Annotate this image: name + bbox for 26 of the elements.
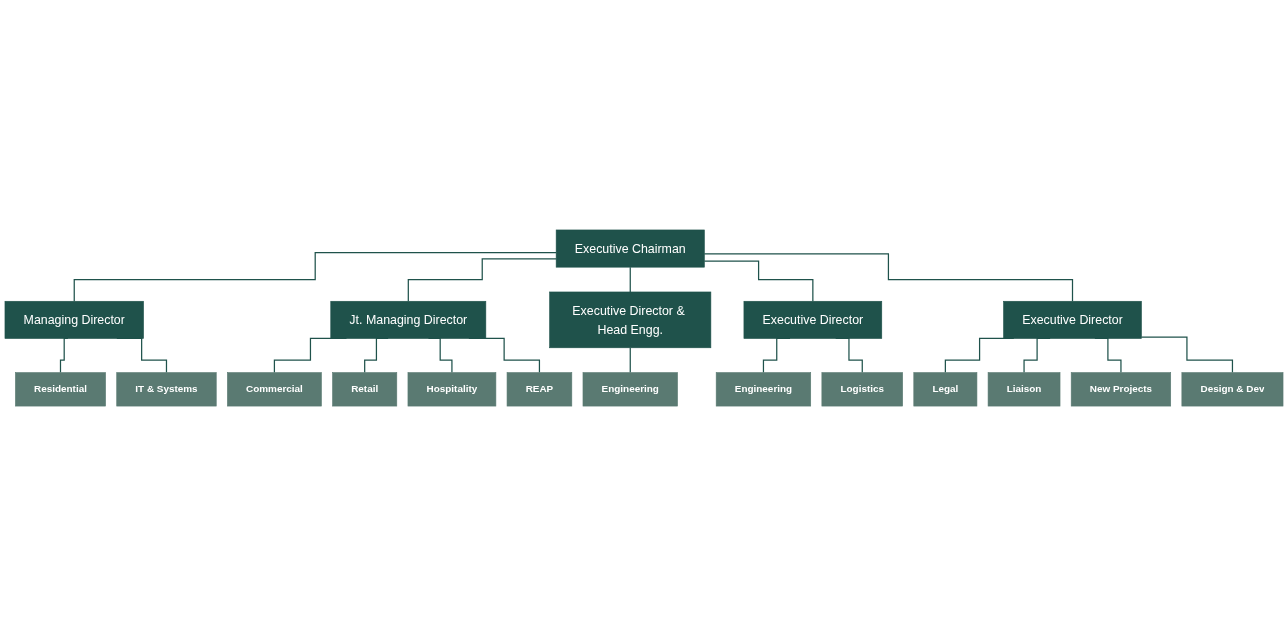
connector: [407, 258, 557, 302]
node-box: Engineering: [715, 372, 812, 407]
connector: [629, 266, 631, 293]
node-box: REAP: [506, 372, 573, 407]
node-box: Residential: [15, 372, 106, 407]
node-box: Executive Chairman: [555, 229, 705, 268]
node-box: Logistics: [821, 372, 903, 407]
node-box: Executive Director & Head Engg.: [549, 291, 712, 349]
connector: [73, 252, 557, 302]
node-box: Design & Dev: [1181, 372, 1284, 407]
node-box: Executive Director: [1003, 300, 1142, 339]
node-box: Jt. Managing Director: [330, 300, 487, 339]
connector: [629, 347, 631, 374]
node-box: New Projects: [1070, 372, 1171, 407]
connector: [1140, 336, 1234, 374]
node-box: Hospitality: [407, 372, 497, 407]
node-box: Liaison: [987, 372, 1061, 407]
connector: [703, 260, 814, 302]
node-box: Managing Director: [4, 300, 144, 339]
connector: [703, 253, 1074, 302]
node-box: IT & Systems: [116, 372, 217, 407]
node-box: Engineering: [582, 372, 678, 407]
node-box: Retail: [332, 372, 398, 407]
node-box: Commercial: [227, 372, 322, 407]
node-box: Legal: [913, 372, 978, 407]
node-box: Executive Director: [743, 300, 883, 339]
